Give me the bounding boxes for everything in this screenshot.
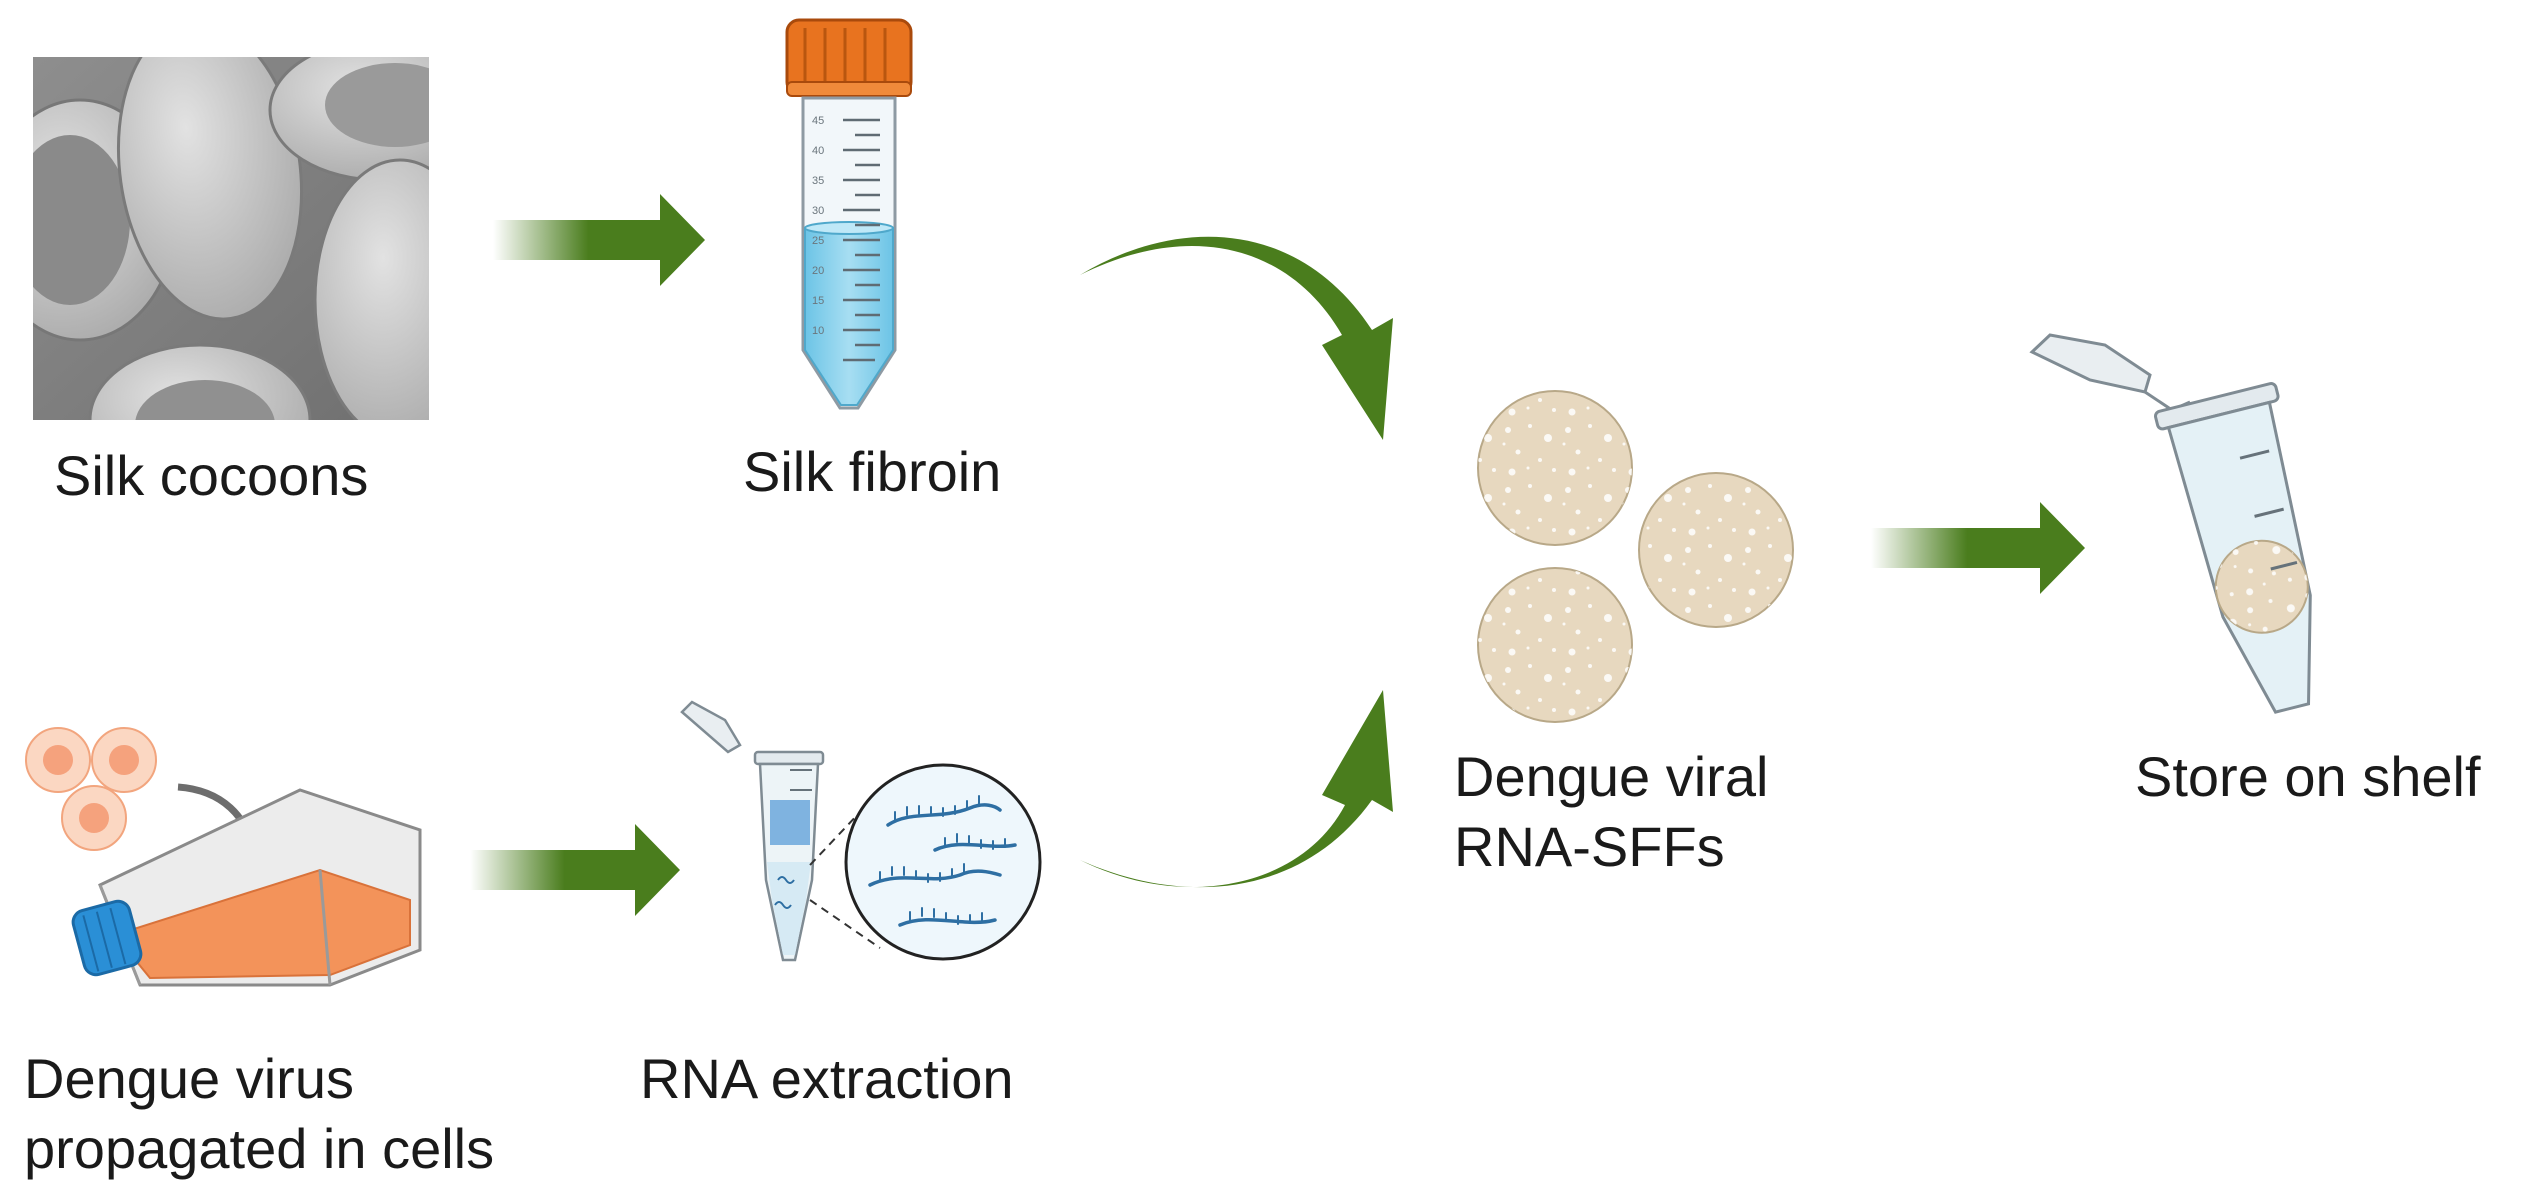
arrow-films-to-shelf — [1871, 502, 2085, 594]
falcon-tube-icon: 45 40 35 30 25 20 15 10 — [785, 18, 913, 410]
graduation-20: 20 — [812, 265, 824, 277]
microcentrifuge-tube-icon — [2029, 333, 2312, 714]
label-sff-line2: RNA-SFFs — [1454, 815, 1725, 878]
infected-cells-icon — [25, 727, 157, 851]
graduation-35: 35 — [812, 175, 824, 187]
label-sff-line1: Dengue viral — [1454, 745, 1769, 808]
graduation-40: 40 — [812, 145, 824, 157]
graduation-10: 10 — [812, 325, 824, 337]
silk-cocoons-photo — [33, 57, 429, 420]
graduation-15: 15 — [812, 295, 824, 307]
arrow-fibroin-to-films — [1080, 236, 1393, 440]
arrow-rna-to-films — [1080, 690, 1393, 888]
label-store-on-shelf: Store on shelf — [2135, 745, 2481, 808]
cell-culture-flask-icon — [71, 788, 422, 987]
magnifier-rna-strands-icon — [809, 763, 1042, 961]
graduation-25: 25 — [812, 235, 824, 247]
label-dengue-virus-line1: Dengue virus — [24, 1047, 354, 1110]
graduation-30: 30 — [812, 205, 824, 217]
label-silk-cocoons: Silk cocoons — [54, 444, 369, 507]
label-dengue-virus-line2: propagated in cells — [24, 1117, 495, 1180]
arrow-cocoons-to-fibroin — [493, 194, 705, 286]
arrow-virus-to-rna — [470, 824, 680, 916]
label-silk-fibroin: Silk fibroin — [743, 440, 1002, 503]
label-rna-extraction: RNA extraction — [640, 1047, 1014, 1110]
silk-fibroin-films-icon — [1477, 390, 1794, 723]
rna-extraction-tube-icon — [680, 700, 825, 962]
graduation-45: 45 — [812, 115, 824, 127]
